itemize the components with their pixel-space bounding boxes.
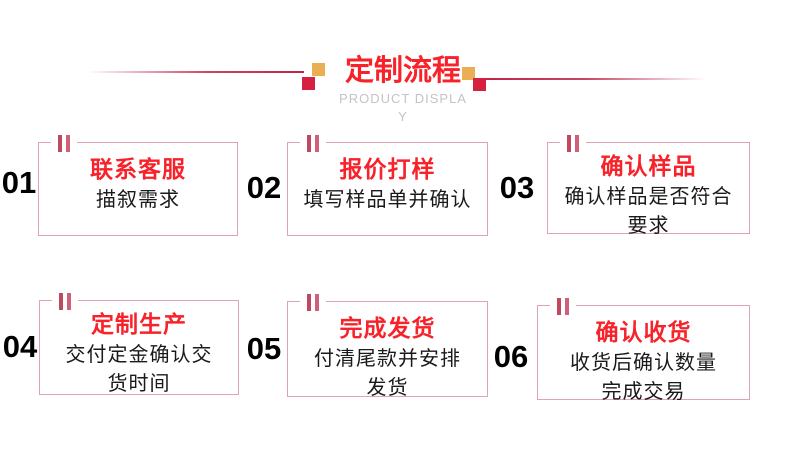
step-description: 交付定金确认交 货时间 xyxy=(40,341,238,399)
step-description: 描叙需求 xyxy=(39,186,237,215)
desc-line: 描叙需求 xyxy=(96,189,180,211)
step-description: 付清尾款并安排 发货 xyxy=(288,345,487,403)
step-box: 确认样品 确认样品是否符合 要求 xyxy=(547,134,750,237)
orange-square-icon xyxy=(462,67,475,80)
desc-line: 要求 xyxy=(627,215,670,237)
step-title: 定制生产 xyxy=(91,311,187,337)
step-box: 联系客服 描叙需求 xyxy=(38,134,238,236)
double-bar-icon xyxy=(300,293,326,311)
step-title: 确认收货 xyxy=(595,319,692,345)
step-description: 填写样品单并确认 xyxy=(288,186,487,215)
step-number: 05 xyxy=(246,331,282,366)
crimson-square-icon xyxy=(302,77,315,90)
step-title: 报价打样 xyxy=(339,156,436,182)
divider-line-left xyxy=(88,71,304,73)
step-number: 06 xyxy=(493,339,529,374)
double-bar-icon xyxy=(560,134,586,152)
divider-line-right xyxy=(486,78,707,80)
subtitle-line: Y xyxy=(398,109,408,124)
desc-line: 付清尾款并安排 xyxy=(314,348,461,370)
section-title: 定制流程 xyxy=(344,55,461,87)
step-box: 完成发货 付清尾款并安排 发货 xyxy=(287,293,488,399)
orange-square-icon xyxy=(312,63,325,76)
step-title: 完成发货 xyxy=(339,315,436,341)
subtitle-line: PRODUCT DISPLA xyxy=(339,91,467,106)
section-subtitle: PRODUCT DISPLA Y xyxy=(315,90,491,126)
desc-line: 完成交易 xyxy=(601,381,686,403)
step-box: 确认收货 收货后确认数量 完成交易 xyxy=(537,297,750,403)
double-bar-icon xyxy=(550,297,576,315)
double-bar-icon xyxy=(51,134,77,152)
step-box: 报价打样 填写样品单并确认 xyxy=(287,134,488,236)
desc-line: 填写样品单并确认 xyxy=(303,189,472,211)
double-bar-icon xyxy=(52,292,78,310)
desc-line: 货时间 xyxy=(107,373,171,395)
step-box: 定制生产 交付定金确认交 货时间 xyxy=(39,292,239,395)
step-description: 确认样品是否符合 要求 xyxy=(548,183,749,241)
step-title: 联系客服 xyxy=(90,156,186,182)
step-number: 01 xyxy=(1,165,37,200)
step-title: 确认样品 xyxy=(600,153,697,179)
step-number: 03 xyxy=(499,170,535,205)
desc-line: 交付定金确认交 xyxy=(65,344,213,366)
desc-line: 收货后确认数量 xyxy=(570,352,717,374)
step-number: 04 xyxy=(2,329,38,364)
double-bar-icon xyxy=(300,134,326,152)
crimson-square-icon xyxy=(473,78,486,91)
desc-line: 发货 xyxy=(366,377,409,399)
desc-line: 确认样品是否符合 xyxy=(564,186,733,208)
step-number: 02 xyxy=(246,170,282,205)
step-description: 收货后确认数量 完成交易 xyxy=(538,349,749,407)
